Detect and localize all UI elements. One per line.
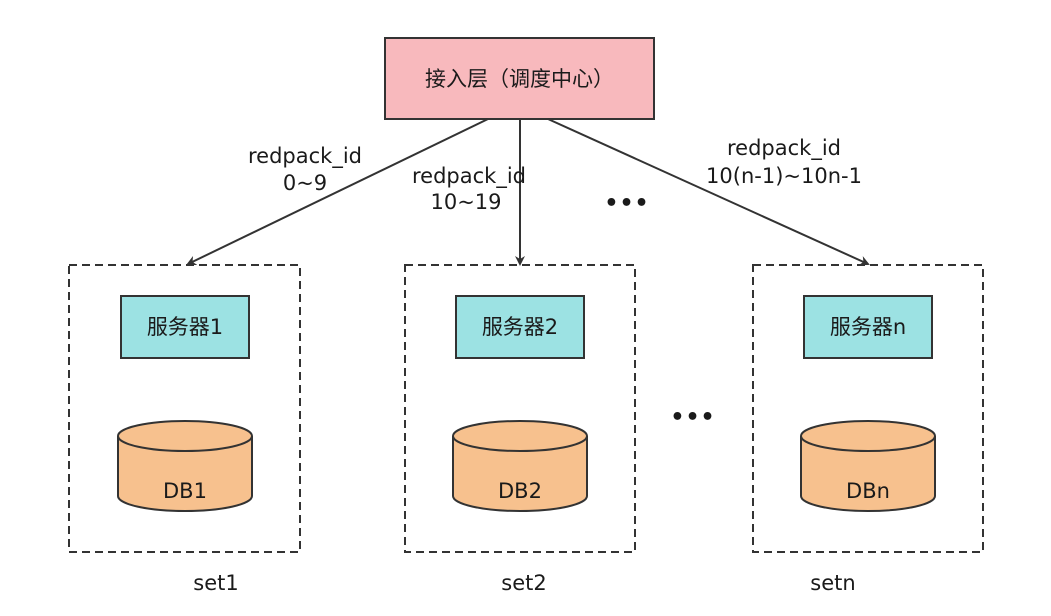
edge-line-set1 bbox=[186, 118, 489, 266]
edge-label-setn-field: redpack_id bbox=[727, 136, 841, 161]
edge-line-setn bbox=[547, 118, 870, 266]
set-group-n: 服务器n DBn setn bbox=[752, 264, 984, 595]
database-label: DBn bbox=[846, 479, 890, 503]
database-cylinder bbox=[117, 420, 253, 512]
access-layer-box bbox=[384, 37, 655, 120]
edge-label-set2-range: 10~19 bbox=[430, 190, 501, 214]
database-cylinder bbox=[452, 420, 588, 512]
database-label: DB2 bbox=[498, 479, 542, 503]
edge-label-set1-field: redpack_id bbox=[248, 144, 362, 169]
edge-set1: redpack_id 0~9 bbox=[186, 118, 489, 266]
server-label: 服务器2 bbox=[482, 315, 558, 339]
edge-setn: redpack_id 10(n-1)~10n-1 bbox=[547, 118, 870, 266]
server-box bbox=[120, 295, 250, 359]
server-label: 服务器n bbox=[830, 315, 906, 339]
server-box bbox=[455, 295, 585, 359]
ellipsis-middle: ••• bbox=[670, 405, 715, 430]
ellipsis-top: ••• bbox=[604, 191, 649, 216]
set-boundary bbox=[752, 264, 984, 553]
access-layer-node: 接入层（调度中心） bbox=[384, 37, 655, 120]
set-label: set2 bbox=[501, 571, 546, 595]
access-layer-label: 接入层（调度中心） bbox=[425, 67, 614, 91]
server-box bbox=[803, 295, 933, 359]
edge-label-set2-field: redpack_id bbox=[412, 164, 526, 189]
database-cylinder bbox=[800, 420, 936, 512]
edge-set2: redpack_id 10~19 bbox=[412, 119, 526, 266]
edge-label-setn-range: 10(n-1)~10n-1 bbox=[706, 164, 862, 188]
set-group-1: 服务器1 DB1 set1 bbox=[68, 264, 301, 595]
set-group-2: 服务器2 DB2 set2 bbox=[404, 264, 636, 595]
edge-label-set1-range: 0~9 bbox=[283, 171, 327, 195]
set-label: setn bbox=[810, 571, 855, 595]
set-boundary bbox=[404, 264, 636, 553]
set-label: set1 bbox=[193, 571, 238, 595]
server-label: 服务器1 bbox=[147, 315, 223, 339]
database-label: DB1 bbox=[163, 479, 207, 503]
